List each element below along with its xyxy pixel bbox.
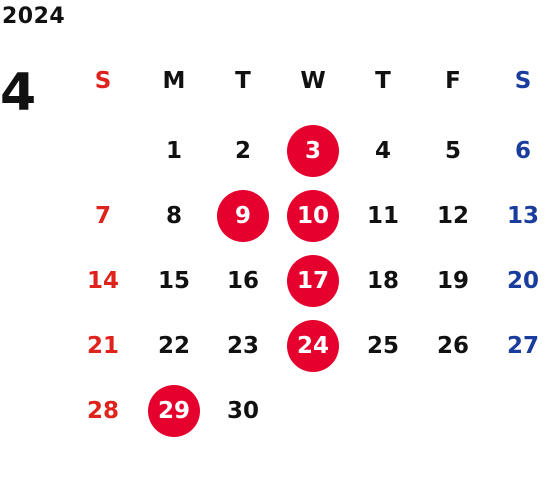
month-label: 4 bbox=[0, 63, 37, 123]
calendar-day[interactable]: 7 bbox=[94, 202, 111, 229]
calendar-day-highlighted[interactable]: 9 bbox=[217, 190, 269, 242]
calendar-day[interactable]: 19 bbox=[436, 267, 469, 294]
calendar-day[interactable]: 6 bbox=[514, 137, 531, 164]
weekday-header-6: S bbox=[514, 67, 532, 94]
calendar-day[interactable]: 14 bbox=[86, 267, 119, 294]
year-label: 2024 bbox=[2, 4, 66, 29]
calendar-day[interactable]: 23 bbox=[226, 332, 259, 359]
calendar-day[interactable]: 22 bbox=[157, 332, 190, 359]
calendar-day[interactable]: 15 bbox=[157, 267, 190, 294]
weekday-header-1: M bbox=[162, 67, 186, 94]
weekday-header-0: S bbox=[94, 67, 112, 94]
calendar-day[interactable]: 20 bbox=[506, 267, 539, 294]
calendar-day[interactable]: 4 bbox=[374, 137, 391, 164]
calendar-day-highlighted[interactable]: 10 bbox=[287, 190, 339, 242]
calendar-day[interactable]: 12 bbox=[436, 202, 469, 229]
calendar-day[interactable]: 8 bbox=[165, 202, 182, 229]
calendar-day[interactable]: 21 bbox=[86, 332, 119, 359]
calendar-day[interactable]: 13 bbox=[506, 202, 539, 229]
calendar-day-highlighted[interactable]: 17 bbox=[287, 255, 339, 307]
calendar-day[interactable]: 28 bbox=[86, 397, 119, 424]
calendar-day-highlighted[interactable]: 24 bbox=[287, 320, 339, 372]
calendar-day[interactable]: 16 bbox=[226, 267, 259, 294]
calendar-day-highlighted[interactable]: 3 bbox=[287, 125, 339, 177]
weekday-header-4: T bbox=[375, 67, 391, 94]
weekday-header-5: F bbox=[445, 67, 461, 94]
calendar-day[interactable]: 25 bbox=[366, 332, 399, 359]
calendar-day[interactable]: 11 bbox=[366, 202, 399, 229]
calendar-day[interactable]: 2 bbox=[234, 137, 251, 164]
calendar-day[interactable]: 18 bbox=[366, 267, 399, 294]
calendar-day[interactable]: 30 bbox=[226, 397, 259, 424]
calendar-day[interactable]: 5 bbox=[444, 137, 461, 164]
calendar-day[interactable]: 1 bbox=[165, 137, 182, 164]
weekday-header-2: T bbox=[235, 67, 251, 94]
calendar-day[interactable]: 26 bbox=[436, 332, 469, 359]
calendar-day-highlighted[interactable]: 29 bbox=[148, 385, 200, 437]
calendar-day[interactable]: 27 bbox=[506, 332, 539, 359]
weekday-header-3: W bbox=[300, 67, 326, 94]
